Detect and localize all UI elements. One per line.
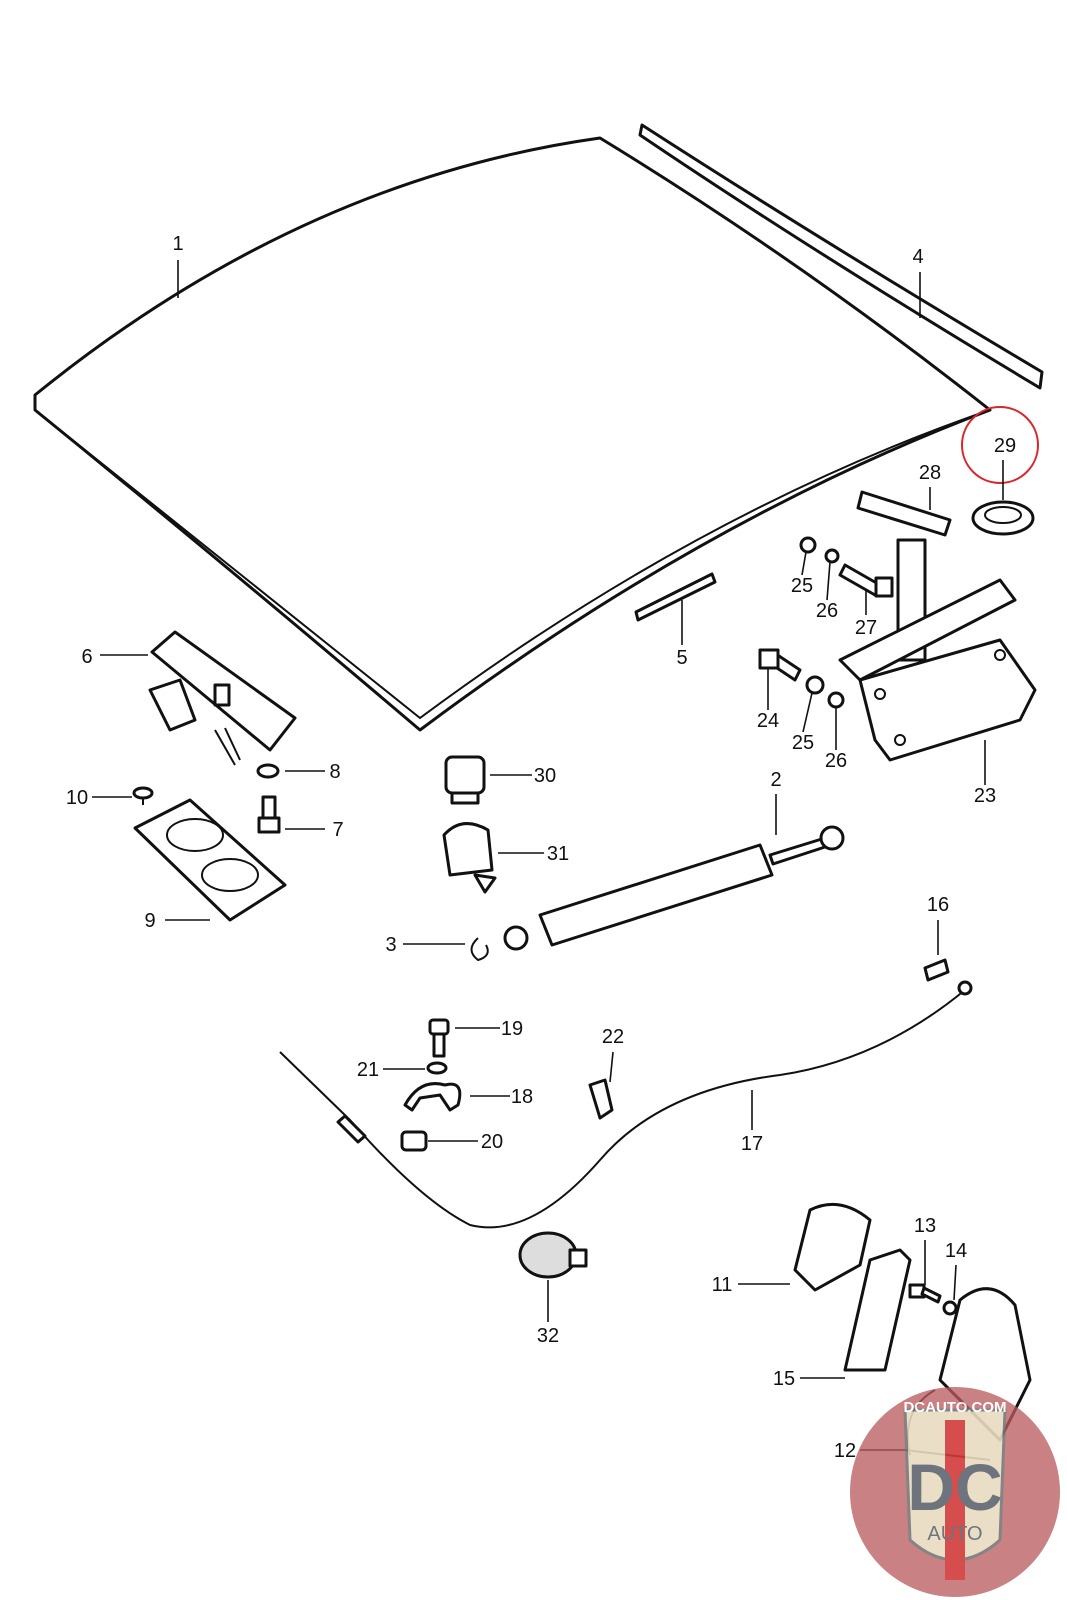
callout-26: 26 (816, 600, 838, 622)
callout-29: 29 (994, 435, 1016, 457)
callout-2: 2 (770, 769, 781, 791)
lock-lever (843, 1248, 912, 1372)
callout-18: 18 (511, 1086, 533, 1108)
callout-9: 9 (144, 910, 155, 932)
lock-screw (908, 1283, 942, 1304)
highlight-circle (961, 406, 1039, 484)
bolt (257, 795, 281, 834)
leader-line (826, 561, 831, 601)
cable-end (923, 958, 950, 982)
gas-strut (503, 825, 845, 951)
callout-17: 17 (741, 1133, 763, 1155)
lock-bracket (793, 1202, 872, 1292)
release-cable (279, 980, 973, 1229)
lock-washer-2 (942, 1300, 958, 1316)
callout-7: 7 (332, 819, 343, 841)
hinge-bolts (758, 536, 894, 709)
callout-25: 25 (792, 732, 814, 754)
hood-latch (148, 630, 297, 766)
callout-27: 27 (855, 617, 877, 639)
lock-washer (426, 1061, 448, 1075)
callout-31: 31 (547, 843, 569, 865)
rubber-buffer (444, 755, 486, 805)
striker-plate (133, 798, 287, 922)
leader-line (801, 551, 807, 576)
callout-24: 24 (757, 710, 779, 732)
callout-23: 23 (974, 785, 996, 807)
callout-30: 30 (534, 765, 556, 787)
callout-5: 5 (676, 647, 687, 669)
hood-hinge (838, 490, 1037, 762)
callout-15: 15 (773, 1368, 795, 1390)
callout-16: 16 (927, 894, 949, 916)
seal-strip (638, 123, 1044, 390)
cable-clamp (403, 1082, 462, 1112)
callout-14: 14 (945, 1240, 967, 1262)
leader-line (802, 692, 813, 733)
grommet (971, 500, 1035, 536)
buffer-cap (442, 822, 497, 894)
callout-4: 4 (912, 246, 923, 268)
screw (428, 1018, 450, 1058)
callout-13: 13 (914, 1215, 936, 1237)
svg-text:AUTO: AUTO (927, 1523, 982, 1545)
trim-strip (634, 572, 717, 622)
callout-12: 12 (834, 1440, 856, 1462)
leader-line (953, 1264, 957, 1301)
callout-28: 28 (919, 462, 941, 484)
washer (256, 763, 280, 779)
callout-6: 6 (81, 646, 92, 668)
callout-26: 26 (825, 750, 847, 772)
callout-19: 19 (501, 1018, 523, 1040)
callout-25: 25 (791, 575, 813, 597)
callout-10: 10 (66, 787, 88, 809)
leader-line (609, 1051, 614, 1083)
callout-8: 8 (329, 761, 340, 783)
dcauto-logo: DCAUTO.COM DC AUTO (850, 1387, 1060, 1597)
callout-32: 32 (537, 1325, 559, 1347)
callout-22: 22 (602, 1026, 624, 1048)
pin (132, 786, 154, 805)
callout-3: 3 (385, 934, 396, 956)
cable-clip (588, 1078, 614, 1120)
svg-text:DC: DC (907, 1450, 1002, 1524)
callout-20: 20 (481, 1131, 503, 1153)
svg-text:DCAUTO.COM: DCAUTO.COM (903, 1399, 1006, 1416)
callout-11: 11 (712, 1274, 733, 1296)
grommet-nut (400, 1130, 428, 1152)
callout-21: 21 (357, 1059, 379, 1081)
clip (470, 937, 489, 962)
hood-panel (33, 136, 992, 732)
callout-1: 1 (172, 233, 183, 255)
release-knob (518, 1231, 588, 1279)
